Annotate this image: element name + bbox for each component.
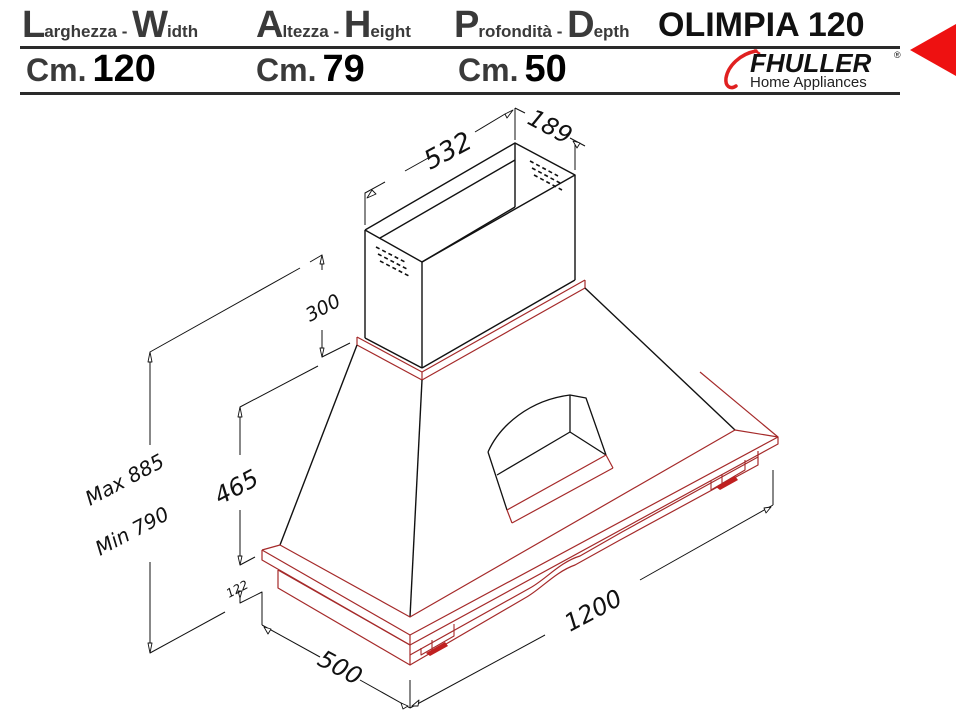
dimension-lines: [149, 107, 774, 709]
light-fixtures: [420, 460, 746, 656]
canopy-niche: [487, 394, 607, 511]
header-divider-bottom: [20, 92, 900, 95]
width-label-en: idth: [166, 22, 199, 41]
dim-chimney-height: 300: [302, 290, 344, 326]
canopy: [279, 287, 736, 618]
light-lens: [426, 476, 738, 656]
dim-depth: 500: [313, 645, 367, 691]
height-label: Altezza - Height: [256, 4, 411, 47]
dim-canopy-height: 465: [210, 464, 264, 510]
dim-chimney-width: 532: [419, 126, 477, 176]
dimension-arrows: [147, 109, 772, 710]
vent-slots: [375, 160, 563, 277]
depth-label-initial2: D: [567, 4, 594, 46]
brand-tagline: Home Appliances: [750, 74, 867, 91]
height-label-it: ltezza -: [282, 22, 344, 41]
brand-name: FHULLER: [750, 48, 872, 78]
height-number: 79: [322, 48, 365, 90]
dim-frame-height: 122: [224, 578, 251, 601]
depth-value: Cm.50: [458, 48, 567, 91]
brand-logo: FHULLER ® Home Appliances: [722, 48, 902, 92]
depth-unit: Cm.: [458, 52, 519, 88]
width-unit: Cm.: [26, 52, 87, 88]
spec-header: Larghezza - Width Altezza - Height Profo…: [0, 0, 960, 100]
red-pointer-icon: [910, 24, 956, 76]
width-label: Larghezza - Width: [22, 4, 198, 47]
height-label-initial2: H: [343, 4, 371, 46]
width-value: Cm.120: [26, 48, 156, 91]
height-value: Cm.79: [256, 48, 365, 91]
dim-total-height-max: Max 885: [81, 449, 168, 511]
depth-number: 50: [524, 48, 567, 90]
dim-total-height-min: Min 790: [91, 502, 173, 561]
height-label-en: eight: [370, 22, 411, 41]
dim-chimney-depth: 189: [523, 104, 577, 150]
width-label-initial: L: [22, 4, 45, 46]
swoosh-icon: [724, 48, 761, 90]
depth-label-it: rofondità -: [478, 22, 568, 41]
niche-shelf: [506, 454, 614, 524]
depth-label: Profondità - Depth: [454, 4, 629, 47]
header-divider-top: [20, 46, 900, 49]
width-label-it: arghezza -: [44, 22, 133, 41]
chimney: [364, 142, 576, 369]
height-unit: Cm.: [256, 52, 317, 88]
dim-width: 1200: [560, 584, 627, 637]
depth-label-initial: P: [454, 4, 479, 46]
height-label-initial: A: [256, 4, 283, 46]
hood-frame: [261, 371, 779, 666]
registered-mark: ®: [894, 50, 901, 60]
depth-label-en: epth: [593, 22, 630, 41]
width-label-initial2: W: [132, 4, 168, 46]
width-number: 120: [92, 48, 156, 90]
model-name: OLIMPIA 120: [658, 6, 865, 44]
chimney-collar: [356, 279, 586, 381]
